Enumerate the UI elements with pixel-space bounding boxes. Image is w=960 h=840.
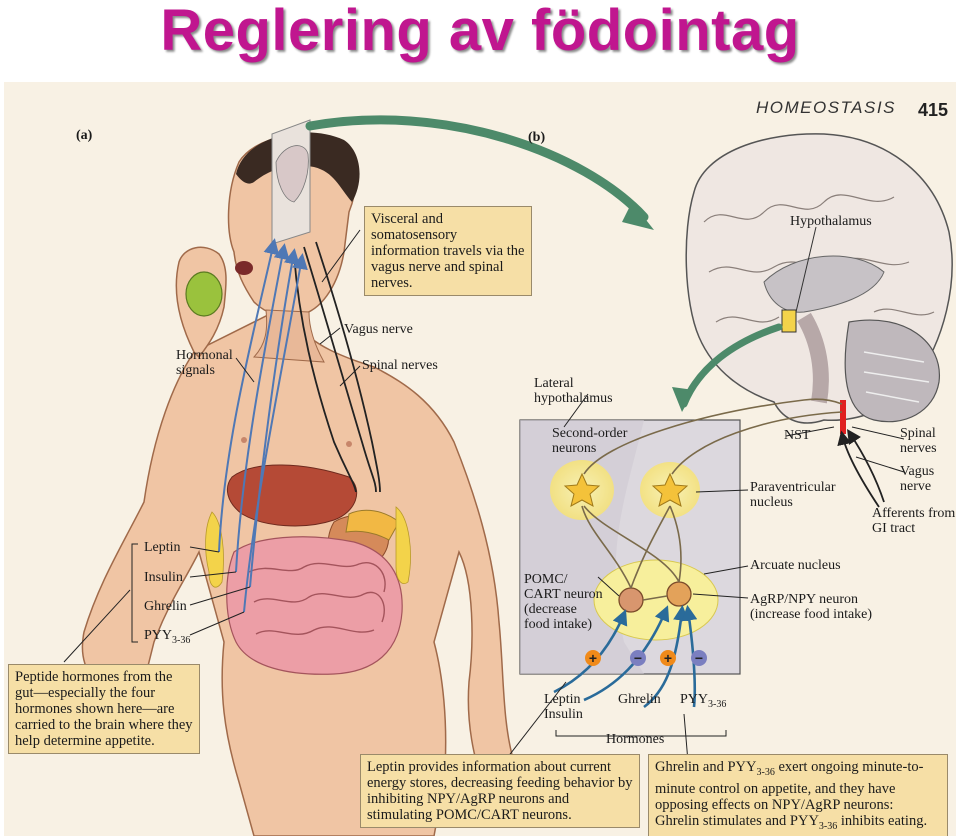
pomc-cart-label: POMC/ CART neuron (decrease food intake) [524, 572, 603, 632]
ghrelin-label: Ghrelin [144, 599, 187, 614]
paraventricular-label: Paraventricular nucleus [750, 480, 836, 510]
page-number: 415 [918, 100, 949, 120]
brain-illustration [685, 133, 953, 434]
nerve-lines [293, 241, 381, 493]
spinal-nerves-label: Spinal nerves [362, 358, 438, 373]
hormone-arrows [218, 238, 308, 613]
minus-sign-leptin: − [630, 650, 646, 666]
arcuate-label: Arcuate nucleus [750, 558, 841, 573]
vagus-nerve-b-label: Vagus nerve [900, 464, 935, 494]
second-order-neurons-label: Second-order neurons [552, 426, 628, 456]
peptide-hormones-box: Peptide hormones from the gut—especially… [8, 664, 200, 754]
minus-sign-pyy: − [691, 650, 707, 666]
vagus-nerve-label: Vagus nerve [344, 322, 413, 337]
ghrelin-info-box: Ghrelin and PYY3-36 exert ongoing minute… [648, 754, 948, 836]
panel-a-label: (a) [76, 128, 93, 143]
page-header: HOMEOSTASIS [756, 98, 896, 117]
figure-illustration [63, 115, 953, 836]
afferents-label: Afferents from GI tract [872, 506, 956, 536]
hormones-label: Hormones [606, 732, 665, 747]
plus-sign-ghrelin: + [660, 650, 676, 666]
insulin-label: Insulin [144, 570, 183, 585]
pyy-b-label: PYY3-36 [680, 692, 727, 710]
hormonal-signals-label: Hormonal signals [176, 348, 233, 378]
spinal-nerves-b-label: Spinal nerves [900, 426, 937, 456]
textbook-figure: + − + − HOMEOSTASIS 415 (a) (b) Visceral… [4, 82, 956, 836]
pyy-label: PYY3-36 [144, 628, 191, 646]
plus-sign-leptin: + [585, 650, 601, 666]
slide-title: Reglering av födointag [160, 0, 800, 63]
ghrelin-b-label: Ghrelin [618, 692, 661, 707]
nst-label: NST [784, 428, 811, 443]
person-illustration [81, 119, 518, 836]
agrp-npy-label: AgRP/NPY neuron (increase food intake) [750, 592, 873, 622]
leptin-label: Leptin [144, 540, 181, 555]
panel-b-label: (b) [528, 130, 546, 145]
leptin-info-box: Leptin provides information about curren… [360, 754, 640, 828]
hypothalamus-label: Hypothalamus [790, 214, 872, 229]
magnify-arrow [305, 115, 649, 222]
lateral-hypothalamus-label: Lateral hypothalamus [534, 376, 613, 406]
leptin-insulin-b-label: Leptin Insulin [544, 692, 583, 722]
visceral-info-box: Visceral and somatosensory information t… [364, 206, 532, 296]
